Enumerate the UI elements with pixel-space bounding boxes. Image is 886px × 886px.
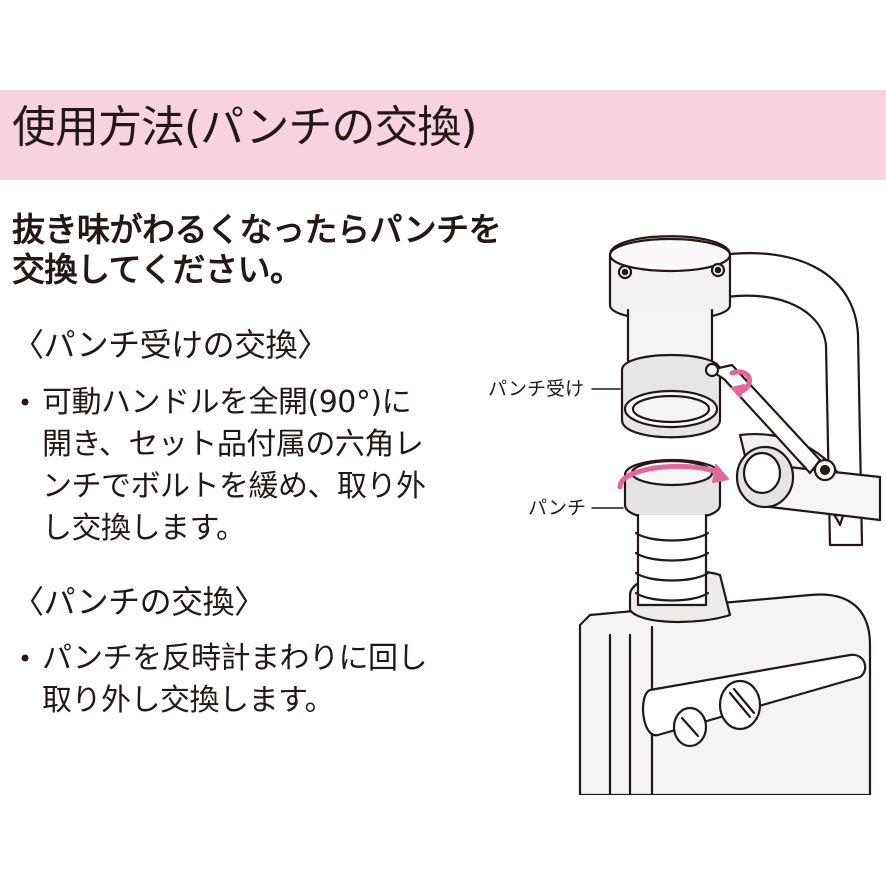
lead-text: 抜き味がわるくなったらパンチを 交換してください。 [12, 210, 572, 290]
section-heading-punch-receiver: 〈パンチ受けの交換〉 [12, 326, 329, 364]
callout-punch-receiver: パンチ受け [488, 378, 584, 400]
lead-line-2: 交換してください。 [12, 250, 303, 289]
callout-punch: パンチ [528, 497, 586, 519]
instruction-line: パンチを反時計まわりに回し [42, 641, 428, 676]
bullet-mark: • [18, 389, 32, 417]
page-title: 使用方法(パンチの交換) [12, 102, 478, 153]
tool-frame-arm [718, 252, 864, 547]
title-band [0, 90, 886, 180]
instruction-line: 取り外し交換します。 [42, 683, 335, 718]
bullet-mark: • [18, 645, 32, 673]
instruction-line: し交換します。 [42, 511, 246, 546]
section-heading-punch: 〈パンチの交換〉 [12, 583, 266, 621]
instruction-line: 開き、セット品付属の六角レ [42, 427, 424, 462]
lead-line-1: 抜き味がわるくなったらパンチを [12, 210, 502, 249]
punch-tool-illustration [578, 235, 882, 795]
instruction-line: ンチでボルトを緩め、取り外 [42, 469, 426, 504]
instruction-line: 可動ハンドルを全開(90°)に [42, 385, 412, 420]
instruction-punch: • パンチを反時計まわりに回し 取り外し交換します。 [18, 638, 478, 722]
instruction-punch-receiver: • 可動ハンドルを全開(90°)に 開き、セット品付属の六角レ ンチでボルトを緩… [18, 382, 478, 550]
rotation-arrow-icon [617, 463, 725, 490]
